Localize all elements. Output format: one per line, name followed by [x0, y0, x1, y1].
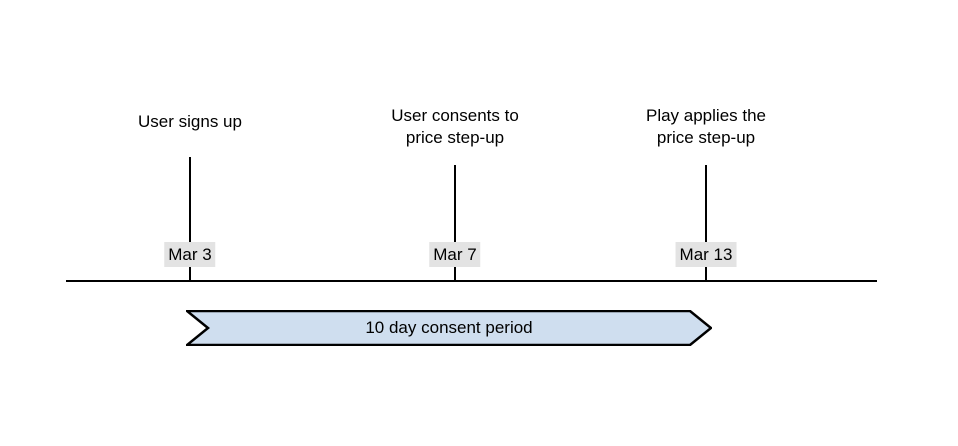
event-label-line2: price step-up — [405, 128, 505, 147]
event-tick-apply — [705, 165, 707, 281]
timeline-axis — [66, 280, 877, 282]
event-label-consent: User consents to price step-up — [391, 105, 519, 149]
event-tick-consent — [454, 165, 456, 281]
banner-arrow-shape — [186, 310, 712, 346]
event-label-signup: User signs up — [138, 111, 242, 133]
event-tick-signup — [189, 157, 191, 281]
event-label-line1: User consents to — [391, 106, 519, 125]
event-label-line2: price step-up — [656, 128, 756, 147]
consent-period-label: 10 day consent period — [365, 318, 533, 337]
event-label-line1: Play applies the — [645, 106, 767, 125]
event-date-apply: Mar 13 — [675, 242, 737, 267]
event-date-signup: Mar 3 — [164, 242, 216, 267]
consent-period-banner: 10 day consent period — [186, 310, 712, 346]
event-date-consent: Mar 7 — [429, 242, 481, 267]
event-label-line1: User signs up — [138, 112, 242, 131]
event-label-apply: Play applies the price step-up — [646, 105, 766, 149]
